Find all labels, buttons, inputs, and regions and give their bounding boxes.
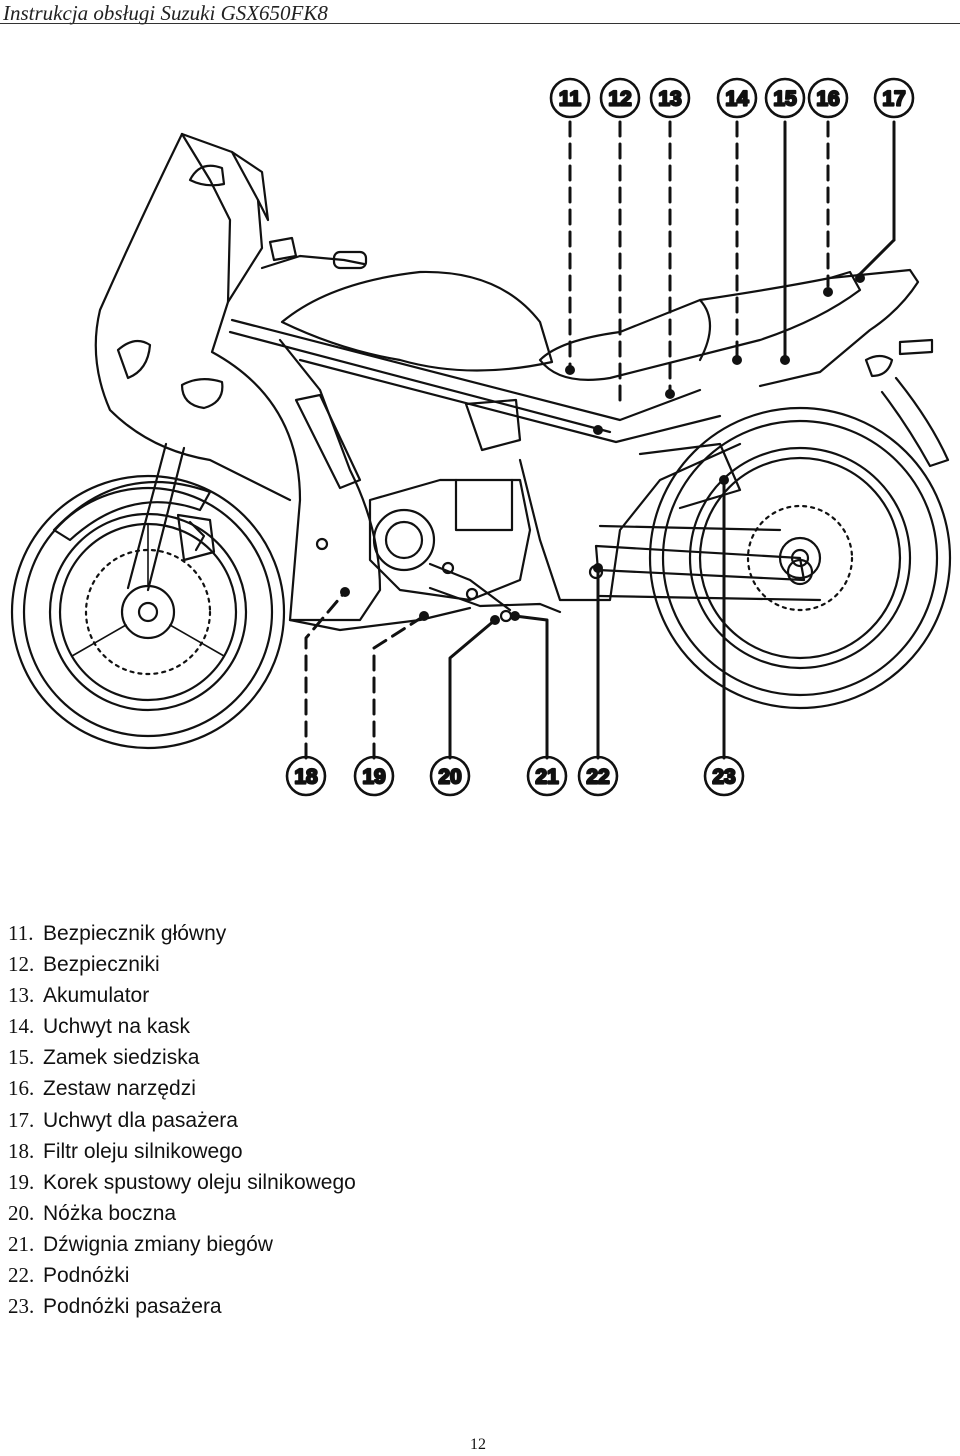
- callout-16: 16: [807, 77, 849, 119]
- callout-20: 20: [429, 755, 471, 797]
- svg-text:14: 14: [725, 88, 749, 111]
- seat: [538, 270, 862, 381]
- legend-item: 16. Zestaw narzędzi: [8, 1073, 356, 1104]
- callout-23: 23: [703, 755, 745, 797]
- callout-19: 19: [353, 755, 395, 797]
- legend-item-number: 14.: [8, 1014, 35, 1039]
- legend-item-number: 13.: [8, 983, 35, 1008]
- frame: [228, 318, 742, 602]
- front-fork: [126, 442, 216, 592]
- svg-text:11: 11: [559, 88, 582, 111]
- motorcycle-diagram: 11 12 13 14 15 16 17 18: [10, 77, 952, 797]
- callout-14: 14: [716, 77, 758, 119]
- legend-item-label: Uchwyt na kask: [43, 1015, 191, 1039]
- windscreen: [180, 132, 270, 304]
- svg-text:16: 16: [816, 88, 839, 111]
- legend-item-number: 12.: [8, 952, 35, 977]
- svg-text:15: 15: [773, 88, 797, 111]
- svg-text:23: 23: [712, 766, 735, 789]
- rear-wheel: [648, 406, 952, 710]
- legend-item-label: Korek spustowy oleju silnikowego: [43, 1170, 356, 1194]
- legend-item-number: 22.: [8, 1263, 35, 1288]
- callout-lines-bottom: [304, 478, 726, 760]
- callout-12: 12: [599, 77, 641, 119]
- legend-item: 20. Nóżka boczna: [8, 1198, 356, 1229]
- legend-item-label: Uchwyt dla pasażera: [43, 1108, 238, 1132]
- svg-text:20: 20: [438, 766, 461, 789]
- legend-item: 11. Bezpiecznik główny: [8, 918, 356, 949]
- front-fender: [52, 480, 212, 542]
- legend-item-label: Podnóżki: [43, 1264, 130, 1288]
- fairing: [94, 132, 472, 632]
- callouts-bottom: 18 19 20 21 22 23: [285, 755, 745, 797]
- legend-item-number: 21.: [8, 1231, 35, 1256]
- legend-item-number: 19.: [8, 1169, 35, 1194]
- legend-item-number: 18.: [8, 1138, 35, 1163]
- legend-item-number: 20.: [8, 1200, 35, 1225]
- fuel-tank: [280, 270, 554, 372]
- front-wheel: [10, 474, 286, 750]
- callout-13: 13: [649, 77, 691, 119]
- legend-item-label: Filtr oleju silnikowego: [43, 1139, 243, 1163]
- callout-lines-top: [568, 120, 896, 408]
- legend-item: 13. Akumulator: [8, 980, 356, 1011]
- parts-legend: 11. Bezpiecznik główny 12. Bezpieczniki 13…: [8, 918, 356, 1322]
- legend-item: 23. Podnóżki pasażera: [8, 1291, 356, 1322]
- legend-item: 15. Zamek siedziska: [8, 1042, 356, 1073]
- legend-item-label: Bezpieczniki: [43, 953, 160, 977]
- svg-text:12: 12: [608, 88, 631, 111]
- legend-item-number: 23.: [8, 1294, 35, 1319]
- legend-item: 12. Bezpieczniki: [8, 949, 356, 980]
- engine: [368, 478, 562, 614]
- svg-text:13: 13: [658, 88, 681, 111]
- callout-18: 18: [285, 755, 327, 797]
- callouts-top: 11 12 13 14 15 16 17: [549, 77, 915, 119]
- legend-item-label: Akumulator: [43, 984, 150, 1008]
- tail-section: [758, 268, 950, 468]
- page-number: 12: [470, 1436, 486, 1453]
- legend-item-number: 17.: [8, 1107, 35, 1132]
- callout-dots-bottom: [340, 475, 729, 625]
- legend-item-label: Dźwignia zmiany biegów: [43, 1232, 273, 1256]
- legend-item-label: Nóżka boczna: [43, 1201, 177, 1225]
- svg-text:18: 18: [294, 766, 318, 789]
- legend-item-label: Zamek siedziska: [43, 1046, 200, 1070]
- callout-21: 21: [526, 755, 568, 797]
- svg-text:22: 22: [586, 766, 609, 789]
- legend-item: 14. Uchwyt na kask: [8, 1011, 356, 1042]
- callout-17: 17: [873, 77, 915, 119]
- legend-item: 18. Filtr oleju silnikowego: [8, 1136, 356, 1167]
- legend-item-number: 15.: [8, 1045, 35, 1070]
- callout-15: 15: [764, 77, 806, 119]
- legend-item-label: Bezpiecznik główny: [43, 922, 227, 945]
- handlebar: [260, 236, 368, 270]
- footpegs: [428, 561, 604, 623]
- svg-text:17: 17: [882, 88, 905, 111]
- legend-item: 22. Podnóżki: [8, 1260, 356, 1291]
- swingarm: [594, 524, 822, 602]
- header-divider: [0, 23, 960, 24]
- callout-11: 11: [549, 77, 591, 119]
- callout-22: 22: [577, 755, 619, 797]
- svg-text:19: 19: [362, 766, 385, 789]
- callout-dots-top: [565, 273, 865, 435]
- legend-item: 21. Dźwignia zmiany biegów: [8, 1229, 356, 1260]
- document-title: Instrukcja obsługi Suzuki GSX650FK8: [3, 1, 328, 25]
- legend-item-number: 16.: [8, 1076, 35, 1101]
- legend-item: 19. Korek spustowy oleju silnikowego: [8, 1167, 356, 1198]
- legend-item: 17. Uchwyt dla pasażera: [8, 1105, 356, 1136]
- legend-item-number: 11.: [8, 921, 34, 945]
- legend-item-label: Zestaw narzędzi: [43, 1077, 196, 1101]
- svg-text:21: 21: [535, 766, 559, 789]
- legend-item-label: Podnóżki pasażera: [43, 1295, 222, 1319]
